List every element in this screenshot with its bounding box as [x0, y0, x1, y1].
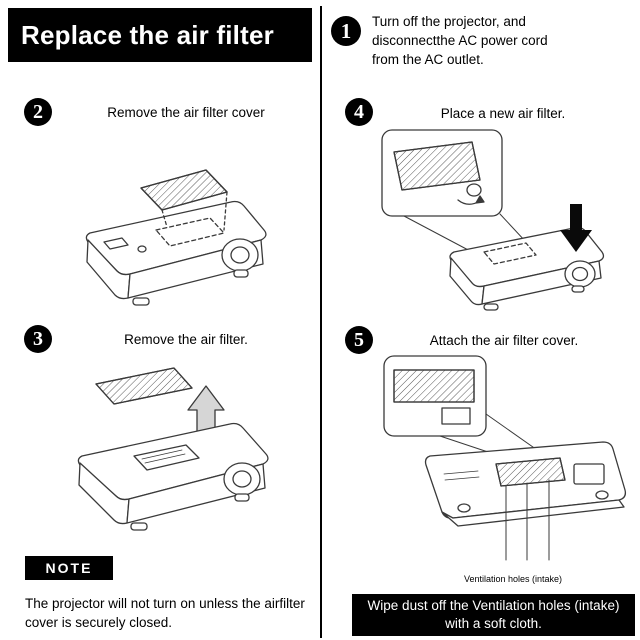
step-5-text: Attach the air filter cover.: [429, 333, 579, 348]
step-2-number: 2: [24, 98, 52, 126]
step-2-text: Remove the air filter cover: [107, 105, 265, 120]
illustration-remove-filter: [77, 367, 269, 531]
illustration-place-filter: [381, 129, 605, 311]
illustration-attach-cover: [383, 355, 627, 561]
step-4-digit: 4: [354, 100, 364, 123]
note-heading-label: NOTE: [45, 560, 93, 576]
footer-banner: Wipe dust off the Ventilation holes (int…: [352, 594, 635, 636]
step-1-digit: 1: [340, 18, 352, 43]
page-title-banner: Replace the air filter: [8, 8, 312, 62]
footer-text: Wipe dust off the Ventilation holes (int…: [367, 598, 620, 631]
step-4-number: 4: [345, 98, 373, 126]
note-heading: NOTE: [25, 556, 113, 580]
ventilation-holes-label: Ventilation holes (intake): [463, 574, 563, 584]
step-3-text: Remove the air filter.: [124, 332, 248, 347]
step-1-text: Turn off the projector, and disconnectth…: [372, 14, 548, 67]
step-5-number: 5: [345, 326, 373, 354]
column-divider: [320, 6, 322, 638]
step-1-number: 1: [331, 16, 361, 46]
step-2-digit: 2: [33, 100, 43, 123]
note-text: The projector will not turn on unless th…: [25, 596, 305, 630]
page-title: Replace the air filter: [21, 19, 274, 50]
step-4-text: Place a new air filter.: [440, 106, 566, 121]
step-5-digit: 5: [354, 328, 364, 351]
illustration-remove-cover: [85, 169, 267, 306]
step-3-digit: 3: [33, 327, 43, 350]
step-3-number: 3: [24, 325, 52, 353]
